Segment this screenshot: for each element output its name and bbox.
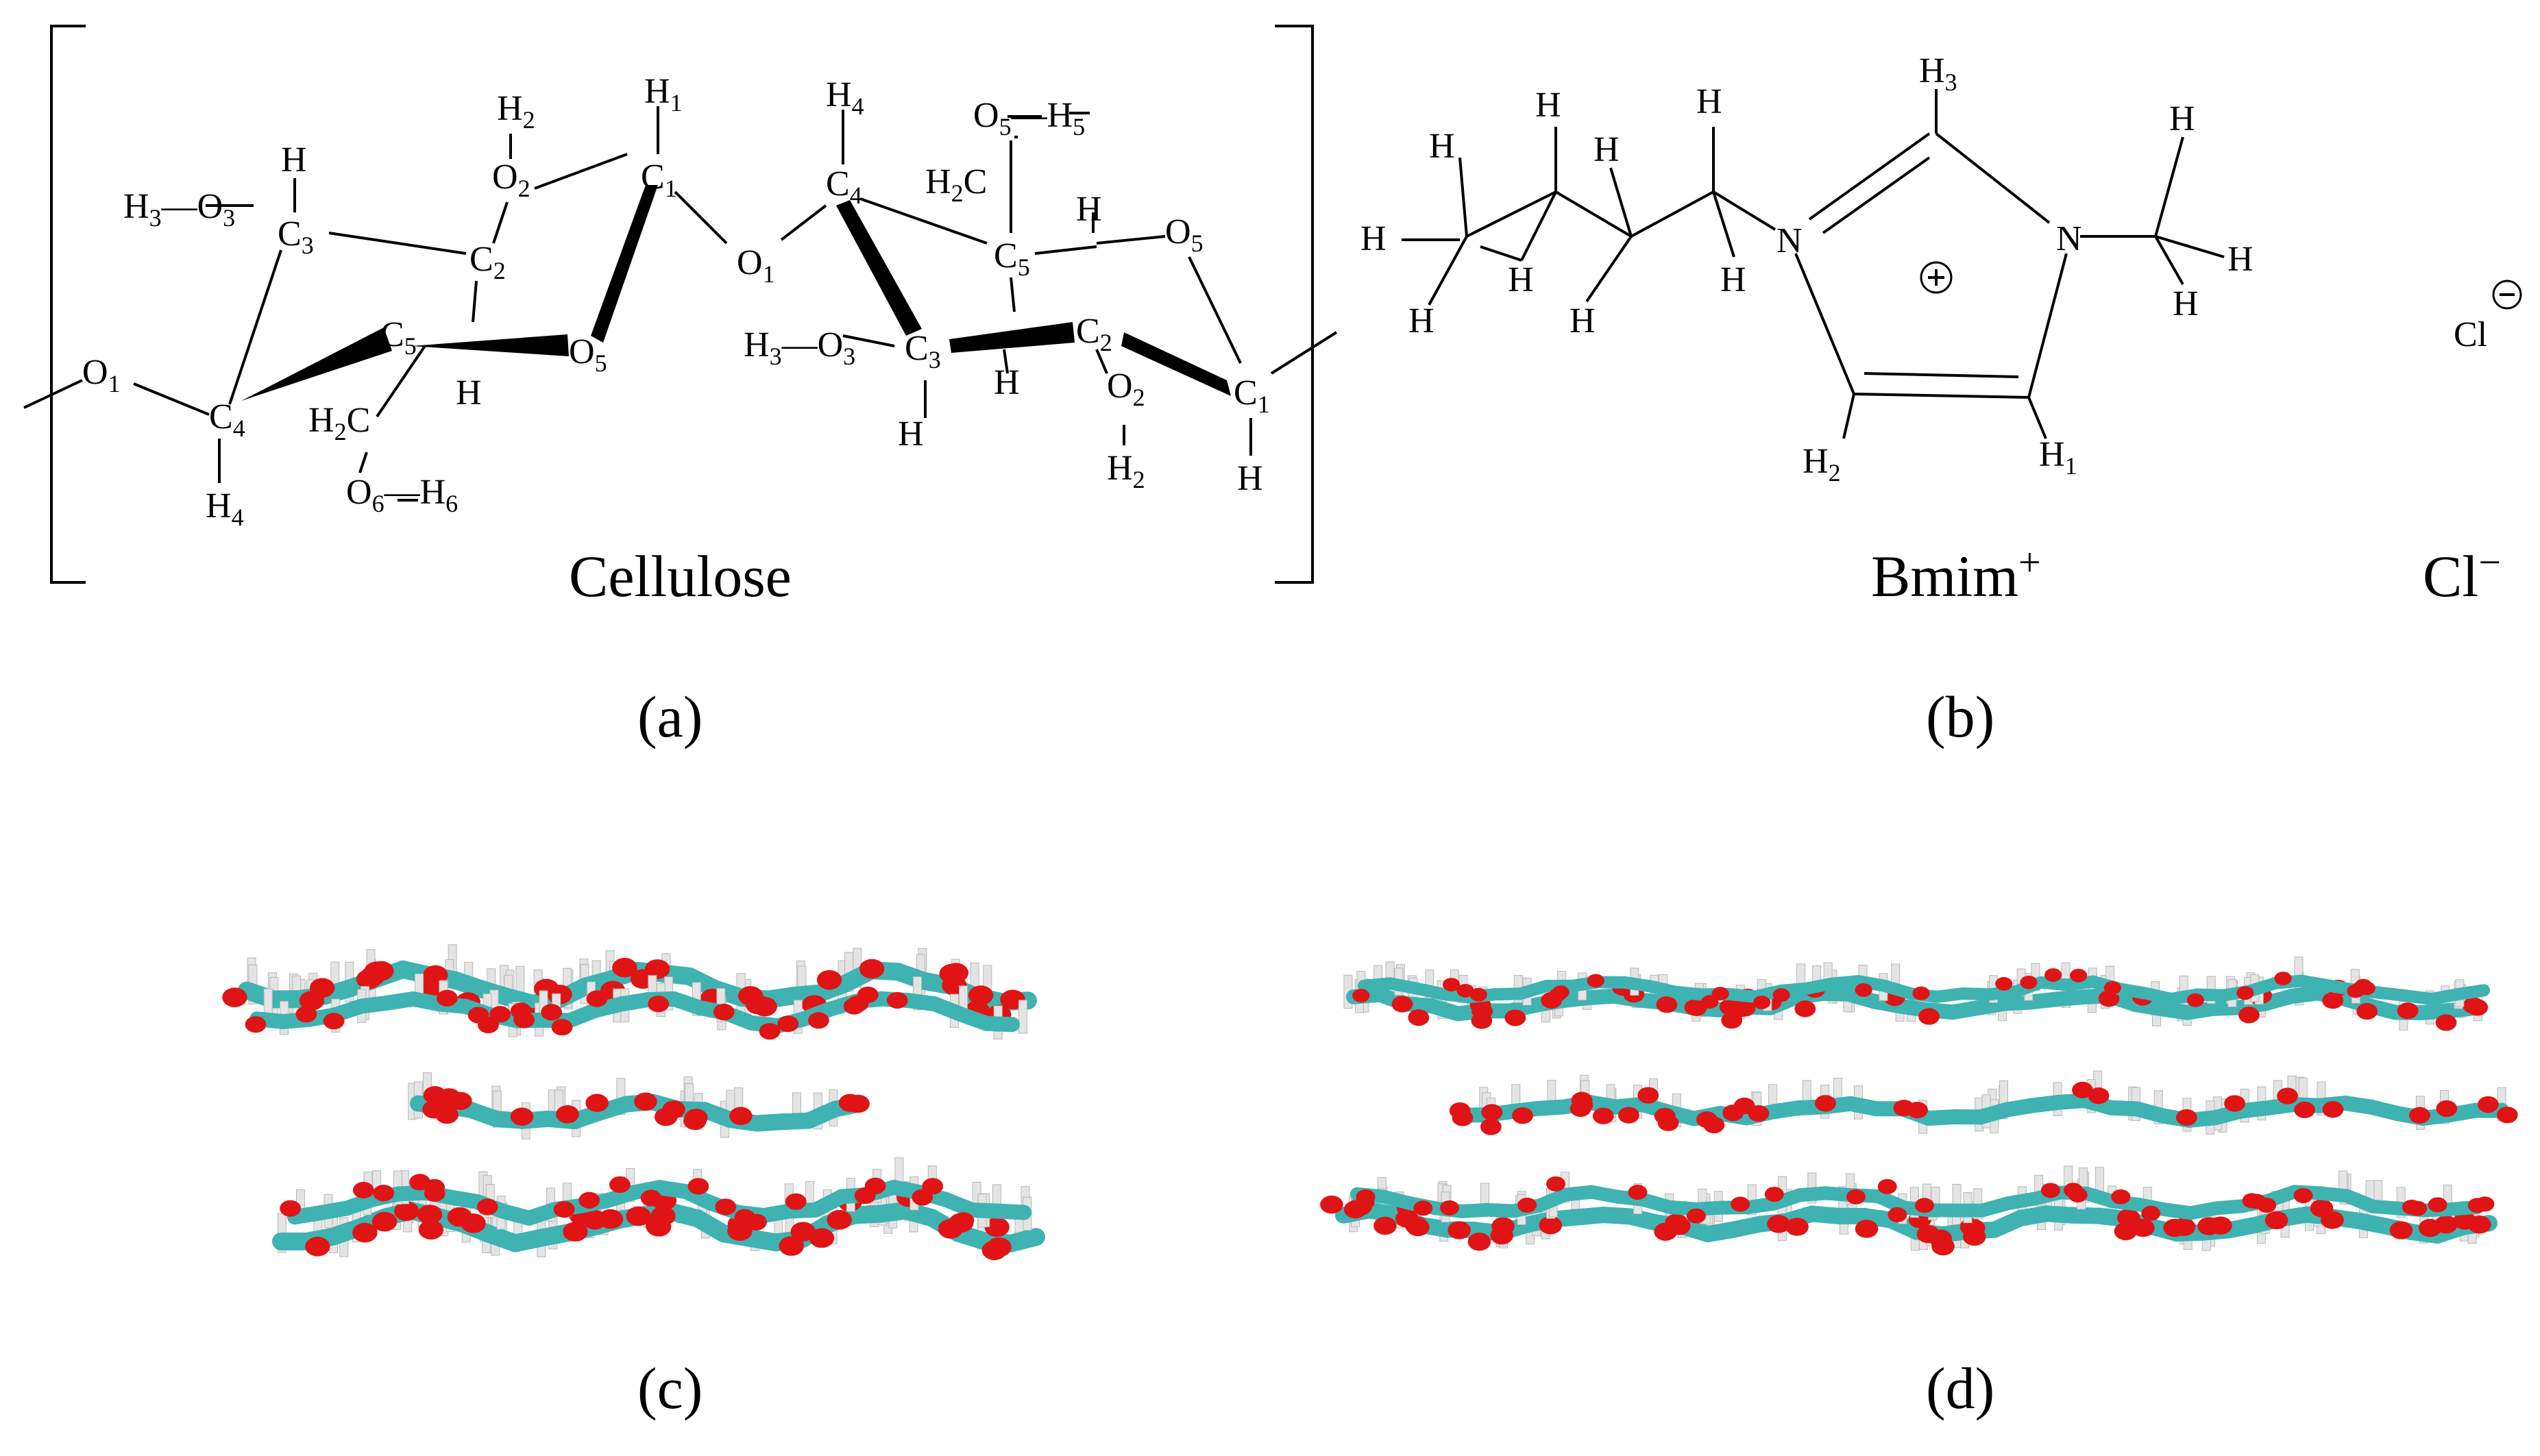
atom-label: H1 — [644, 72, 683, 116]
atom-label: H — [898, 415, 924, 454]
cellulose-sheets-d — [1320, 957, 2518, 1256]
atom-label: C1 — [1234, 373, 1270, 418]
atom-label: O6—H6 — [346, 473, 458, 517]
atom-label: N — [1776, 221, 1803, 260]
cellulose-chain — [1343, 965, 2489, 1031]
atom-label: H4 — [206, 486, 244, 531]
atom-label: H — [1360, 219, 1387, 258]
chloride-ion: Cl — [2454, 280, 2522, 354]
atom-label: N — [2056, 219, 2082, 258]
atom-label: H — [1237, 459, 1263, 498]
positive-charge-icon — [1920, 261, 1953, 294]
atom-label: H2C — [925, 162, 987, 207]
panel-label-c: (c) — [637, 1355, 703, 1421]
atom-label: C3 — [905, 329, 941, 373]
chloride-title: Cl− — [2423, 540, 2501, 609]
atom-label: H2 — [1803, 442, 1841, 486]
atom-label: H — [281, 140, 307, 180]
atom-label: O5—H5 — [973, 96, 1085, 140]
atom-label: H — [1696, 82, 1722, 121]
atom-label: H — [456, 373, 482, 412]
atom-label: O2 — [1107, 367, 1145, 411]
atom-label: C1 — [641, 158, 677, 202]
atom-label: H — [1720, 260, 1746, 299]
atom-label: H — [1429, 127, 1455, 166]
atom-label: H — [1508, 260, 1534, 299]
cellulose-chain — [280, 1157, 1032, 1231]
atom-label: C5 — [380, 315, 417, 360]
panel-label-b: (b) — [1926, 684, 1994, 750]
atom-label: H — [2169, 99, 2195, 138]
atom-label: C5 — [994, 236, 1030, 281]
atom-label: C2 — [1076, 312, 1112, 356]
atom-label: H — [1076, 190, 1102, 229]
atom-label: O5 — [1165, 212, 1204, 257]
atom-label: H — [1570, 301, 1596, 341]
atom-label: H2 — [1107, 449, 1145, 493]
atom-label: H — [1593, 130, 1620, 169]
bmim-title: Bmim+ — [1871, 540, 2041, 609]
negative-charge-icon — [2492, 280, 2522, 310]
bmim-structure: H H H H H H H H H N H3 N H2 H1 H H H Cl … — [1360, 51, 2522, 609]
panel-label-a: (a) — [637, 684, 703, 750]
cellulose-chain — [245, 973, 1027, 1040]
atom-label: H1 — [2039, 435, 2077, 480]
cellulose-chain — [1449, 1070, 2518, 1135]
bmim-atom-labels: H H H H H H H H H N H3 N H2 H1 H H H — [1360, 51, 2254, 486]
atom-label: H4 — [826, 75, 864, 120]
atom-label: H3—O3 — [744, 325, 855, 370]
cellulose-sheets-c — [222, 944, 1045, 1261]
atom-label: H — [2173, 284, 2199, 323]
cellulose-title: Cellulose — [569, 543, 792, 609]
atom-label: O1 — [82, 353, 121, 397]
atom-label: H2C — [308, 401, 370, 445]
cellulose-chain — [1352, 957, 2490, 1011]
svg-text:Cl: Cl — [2454, 315, 2487, 354]
cellulose-atom-labels: O1 C4 H4 C3 H H3—O3 C2 O2 H2 H C1 H1 O5 … — [82, 72, 1270, 531]
panel-label-d: (d) — [1926, 1355, 1994, 1421]
atom-label: H3 — [1919, 51, 1957, 96]
atom-label: C4 — [209, 397, 245, 442]
atom-label: C3 — [278, 214, 314, 259]
atom-label: C2 — [469, 240, 506, 284]
atom-label: C4 — [826, 164, 862, 209]
atom-label: H — [1408, 301, 1434, 341]
cellulose-chain — [408, 1072, 870, 1139]
atom-label: H — [2227, 240, 2254, 279]
right-bracket — [1275, 25, 1314, 584]
atom-label: H3—O3 — [123, 187, 235, 232]
cellulose-structure: O1 C4 H4 C3 H H3—O3 C2 O2 H2 H C1 H1 O5 … — [23, 25, 1338, 609]
atom-label: O2 — [492, 158, 530, 202]
cellulose-chain — [1350, 1165, 2495, 1225]
atom-label: O1 — [737, 243, 775, 288]
atom-label: H2 — [497, 89, 535, 134]
atom-label: H — [994, 363, 1020, 402]
atom-label: H — [1535, 86, 1561, 125]
left-bracket — [50, 25, 86, 584]
